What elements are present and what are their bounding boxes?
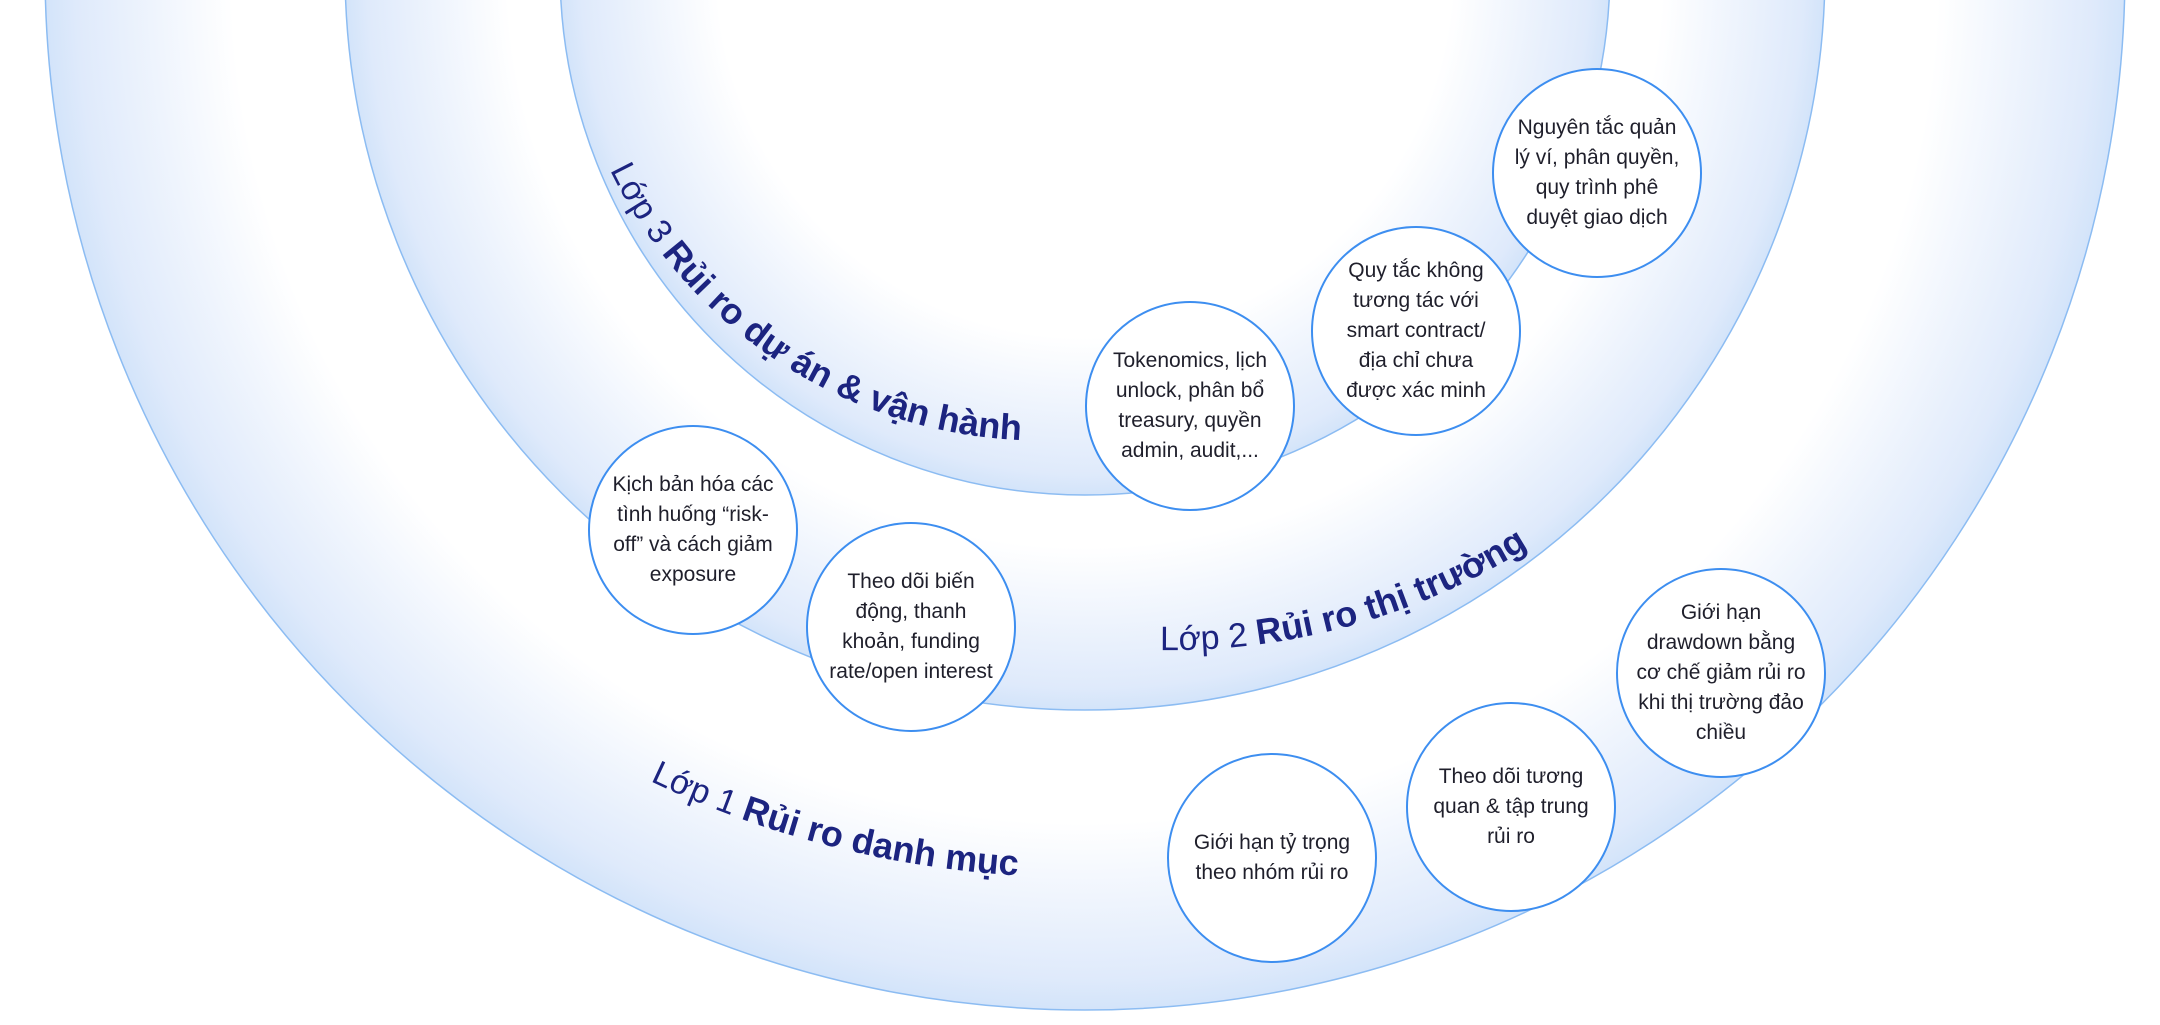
bubble-correlation-text: Theo dõi tương quan & tập trung rủi ro — [1433, 765, 1589, 848]
bubble-tokenomics-text: Tokenomics, lịch unlock, phân bổ treasur… — [1112, 349, 1268, 462]
bubble-drawdown-text: Giới hạn drawdown bằng cơ chế giảm rủi r… — [1636, 601, 1806, 744]
bubble-monitor-text: Theo dõi biến động, thanh khoản, funding… — [829, 570, 993, 683]
bubble-smart-contract: Quy tắc không tương tác với smart contra… — [1311, 226, 1521, 436]
bubble-drawdown: Giới hạn drawdown bằng cơ chế giảm rủi r… — [1616, 568, 1826, 778]
bubble-wallet-text: Nguyên tắc quản lý ví, phân quyền, quy t… — [1514, 116, 1680, 229]
bubble-weight-limit: Giới hạn tỷ trọng theo nhóm rủi ro — [1167, 753, 1377, 963]
bubble-monitor: Theo dõi biến động, thanh khoản, funding… — [806, 522, 1016, 732]
bubble-tokenomics: Tokenomics, lịch unlock, phân bổ treasur… — [1085, 301, 1295, 511]
bubble-wallet: Nguyên tắc quản lý ví, phân quyền, quy t… — [1492, 68, 1702, 278]
bubble-risk-off-text: Kịch bản hóa các tình huống “risk-off” v… — [612, 473, 774, 586]
bubble-smart-contract-text: Quy tắc không tương tác với smart contra… — [1346, 259, 1486, 402]
bubble-correlation: Theo dõi tương quan & tập trung rủi ro — [1406, 702, 1616, 912]
bubble-risk-off: Kịch bản hóa các tình huống “risk-off” v… — [588, 425, 798, 635]
bubble-weight-limit-text: Giới hạn tỷ trọng theo nhóm rủi ro — [1193, 831, 1351, 884]
